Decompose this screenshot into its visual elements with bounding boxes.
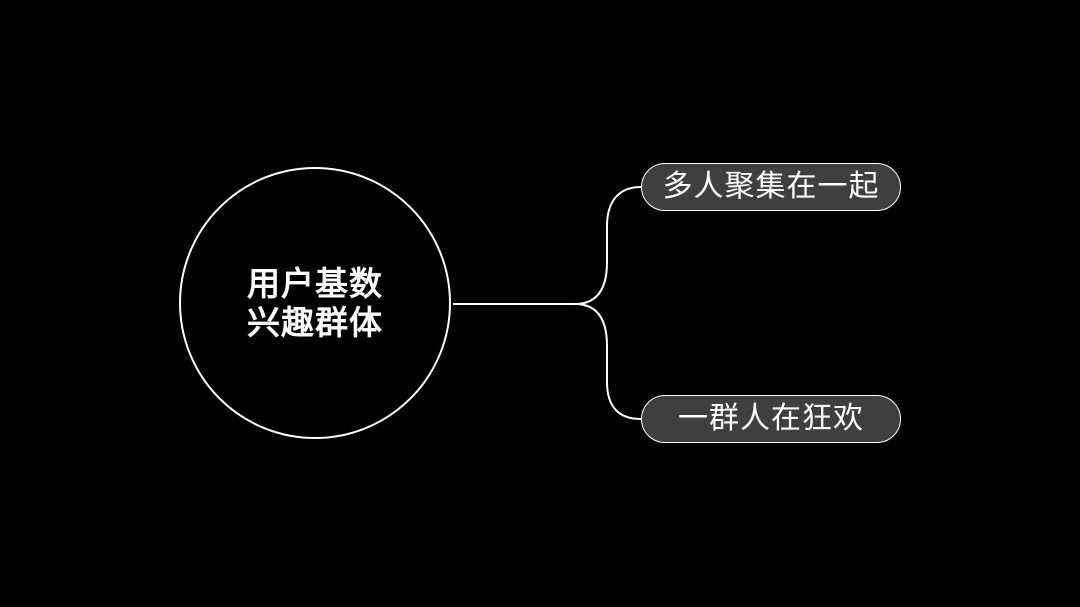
branch-node-bottom-label: 一群人在狂欢 — [678, 401, 864, 436]
connector-to-bottom-node — [574, 303, 642, 420]
central-topic-line-1: 用户基数 — [247, 264, 383, 303]
branch-node-bottom: 一群人在狂欢 — [641, 395, 901, 443]
connector-to-top-node — [574, 186, 642, 305]
central-topic-line-2: 兴趣群体 — [247, 303, 383, 342]
branch-node-top: 多人聚集在一起 — [641, 163, 901, 211]
branch-node-top-label: 多人聚集在一起 — [662, 169, 880, 204]
central-topic-circle: 用户基数 兴趣群体 — [179, 167, 451, 439]
